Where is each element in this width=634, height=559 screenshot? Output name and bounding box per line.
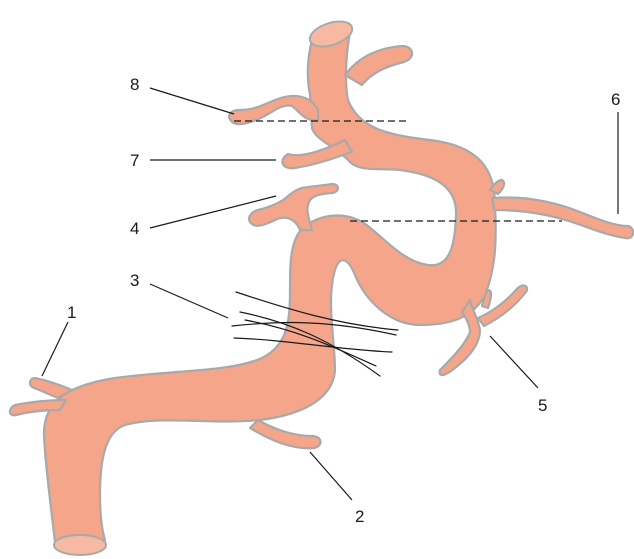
- branch-6: [492, 198, 633, 239]
- leader-3: [150, 284, 228, 318]
- label-4: 4: [130, 219, 139, 238]
- leader-8: [150, 88, 234, 114]
- label-6: 6: [611, 90, 620, 109]
- branch-2: [250, 420, 321, 448]
- label-8: 8: [130, 75, 139, 94]
- branch-upper-right: [345, 46, 412, 85]
- branch-7: [282, 140, 352, 168]
- label-7: 7: [130, 151, 139, 170]
- leader-5: [490, 336, 538, 388]
- label-3: 3: [130, 271, 139, 290]
- label-2: 2: [355, 507, 364, 526]
- branch-8: [229, 96, 318, 124]
- leader-2: [310, 452, 352, 500]
- leader-1: [42, 322, 68, 376]
- label-1: 1: [67, 303, 76, 322]
- label-5: 5: [538, 396, 547, 415]
- bottom-lumen: [54, 535, 106, 555]
